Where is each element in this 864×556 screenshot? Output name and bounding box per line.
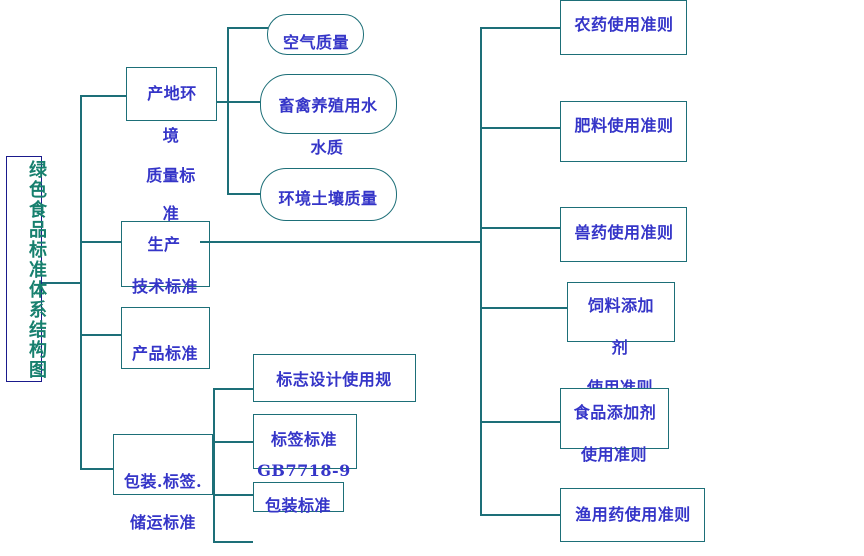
node-label-standard-label: 标签标准 bbox=[270, 430, 338, 449]
node-package-standard[interactable] bbox=[253, 482, 344, 512]
node-package-standard-label: 包装标准 bbox=[264, 496, 332, 515]
node-logo-design[interactable] bbox=[253, 354, 416, 402]
node-vet-drug-label: 兽药使用准则 bbox=[574, 223, 674, 242]
connector-product bbox=[80, 334, 121, 336]
connector-feed-additive bbox=[480, 307, 567, 309]
node-production-label-2: 技术标准 bbox=[131, 277, 199, 296]
node-production[interactable] bbox=[121, 221, 210, 287]
node-product-standard-label: 产品标准 bbox=[131, 344, 199, 363]
node-label-standard-code: GB7718-9 bbox=[257, 461, 351, 480]
node-packaging-label-2: 储运标准 bbox=[129, 513, 197, 532]
node-origin-env-label-4: 准 bbox=[162, 204, 180, 223]
node-livestock-water-label-1: 畜禽养殖用水 bbox=[278, 96, 378, 115]
node-feed-additive[interactable] bbox=[567, 282, 675, 342]
node-feed-additive-label-2: 剂 bbox=[611, 338, 629, 357]
connector-origin-env-out bbox=[207, 101, 260, 103]
node-feed-additive-label-1: 饲料添加 bbox=[587, 296, 655, 315]
connector-storage bbox=[213, 541, 253, 543]
connector-vet-drug bbox=[480, 227, 560, 229]
connector-logo bbox=[213, 388, 253, 390]
node-pesticide-label: 农药使用准则 bbox=[574, 15, 674, 34]
connector-origin-env bbox=[80, 95, 126, 97]
trunk-production bbox=[480, 27, 482, 515]
node-origin-env-label-1: 产地环 bbox=[147, 84, 197, 103]
node-fertilizer[interactable] bbox=[560, 101, 687, 162]
node-origin-env-label-2: 境 bbox=[162, 126, 180, 145]
node-air-quality[interactable] bbox=[267, 14, 364, 55]
connector-production-out bbox=[200, 241, 480, 243]
node-air-quality-label: 空气质量 bbox=[282, 33, 350, 52]
node-fishery-drug-label: 渔用药使用准则 bbox=[575, 505, 691, 524]
node-origin-env-label-3: 质量标 bbox=[146, 166, 196, 185]
connector-soil bbox=[227, 193, 261, 195]
node-food-additive-label-1: 食品添加剂 bbox=[573, 403, 657, 422]
node-logo-design-label: 标志设计使用规 bbox=[276, 370, 392, 389]
connector-fertilizer bbox=[480, 127, 560, 129]
node-production-label-1: 生产 bbox=[147, 235, 181, 254]
node-vet-drug[interactable] bbox=[560, 207, 687, 262]
node-packaging-label-1: 包装.标签. bbox=[123, 472, 203, 491]
node-livestock-water[interactable] bbox=[260, 74, 397, 134]
node-pesticide[interactable] bbox=[560, 0, 687, 55]
node-origin-env[interactable] bbox=[126, 67, 217, 121]
connector-label-std bbox=[213, 441, 253, 443]
node-food-additive[interactable] bbox=[560, 388, 669, 449]
connector-packaging bbox=[80, 468, 113, 470]
trunk-left bbox=[80, 95, 82, 469]
node-soil-quality-label: 环境土壤质量 bbox=[278, 189, 378, 208]
connector-package-std bbox=[213, 494, 253, 496]
node-livestock-water-label-2: 水质 bbox=[310, 138, 344, 157]
diagram-title: 绿色食品标准体系结构图 bbox=[26, 160, 47, 380]
connector-title-trunk bbox=[42, 282, 80, 284]
node-packaging[interactable] bbox=[113, 434, 213, 495]
connector-food-additive bbox=[480, 421, 560, 423]
trunk-origin-env bbox=[227, 27, 229, 194]
connector-pesticide bbox=[480, 27, 560, 29]
title-box bbox=[6, 156, 42, 382]
node-soil-quality[interactable] bbox=[260, 168, 397, 221]
trunk-packaging bbox=[213, 388, 215, 542]
node-fishery-drug[interactable] bbox=[560, 488, 705, 542]
node-fertilizer-label: 肥料使用准则 bbox=[574, 116, 674, 135]
node-product-standard[interactable] bbox=[121, 307, 210, 369]
connector-production bbox=[80, 241, 121, 243]
connector-air bbox=[227, 27, 268, 29]
connector-fishery-drug bbox=[480, 514, 560, 516]
node-food-additive-label-2: 使用准则 bbox=[580, 445, 648, 464]
node-label-standard[interactable] bbox=[253, 414, 357, 469]
